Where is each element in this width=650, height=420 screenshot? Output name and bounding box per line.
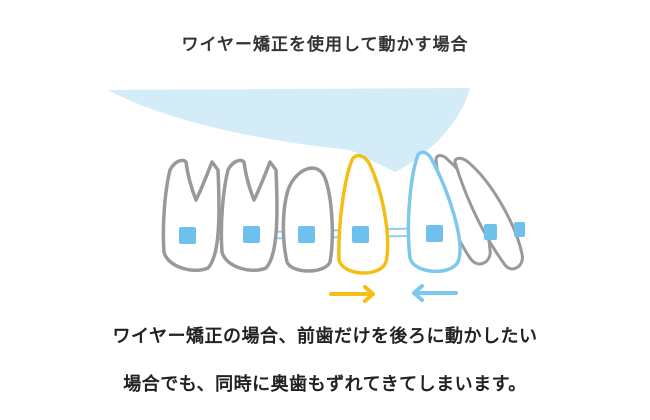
front-tooth-ghost-2: [453, 156, 524, 271]
lip-area: [108, 88, 470, 172]
target-tooth: [337, 153, 390, 275]
bracket-6: [484, 224, 497, 240]
molar-tooth-1: [161, 158, 221, 273]
bracket-1: [179, 227, 196, 244]
moved-front-tooth: [406, 150, 462, 274]
bracket-2: [243, 226, 260, 243]
bracket-7: [514, 222, 525, 237]
bracket-4: [352, 226, 369, 243]
bracket-5: [426, 225, 443, 242]
premolar-tooth: [281, 166, 335, 273]
arrow-right: [329, 285, 375, 303]
caption-line-2: 場合でも、同時に奥歯もずれてきてしまいます。: [123, 374, 527, 395]
caption-line-1: ワイヤー矯正の場合、前歯だけを後ろに動かしたい: [112, 326, 538, 347]
diagram-title: ワイヤー矯正を使用して動かす場合: [181, 35, 469, 55]
brackets: [179, 222, 525, 244]
molar-tooth-2: [219, 158, 279, 273]
arrow-left: [412, 284, 458, 302]
bracket-3: [298, 226, 315, 243]
